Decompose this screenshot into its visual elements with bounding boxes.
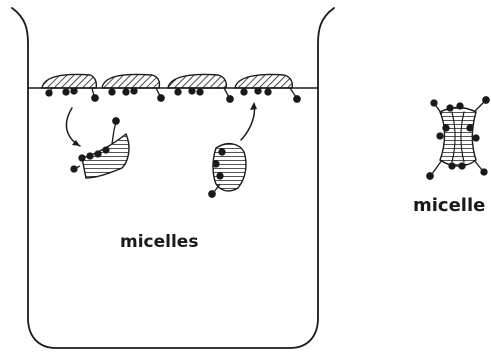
arrow-right — [241, 102, 257, 140]
micelle-right — [209, 144, 246, 198]
surface-monolayer — [42, 74, 300, 102]
label-micelle: micelle — [413, 195, 485, 216]
label-micelles: micelles — [120, 232, 198, 252]
arrow-left — [66, 108, 80, 146]
beaker — [12, 8, 334, 348]
micelle-left — [71, 118, 129, 178]
micelle-isolated — [427, 97, 489, 179]
